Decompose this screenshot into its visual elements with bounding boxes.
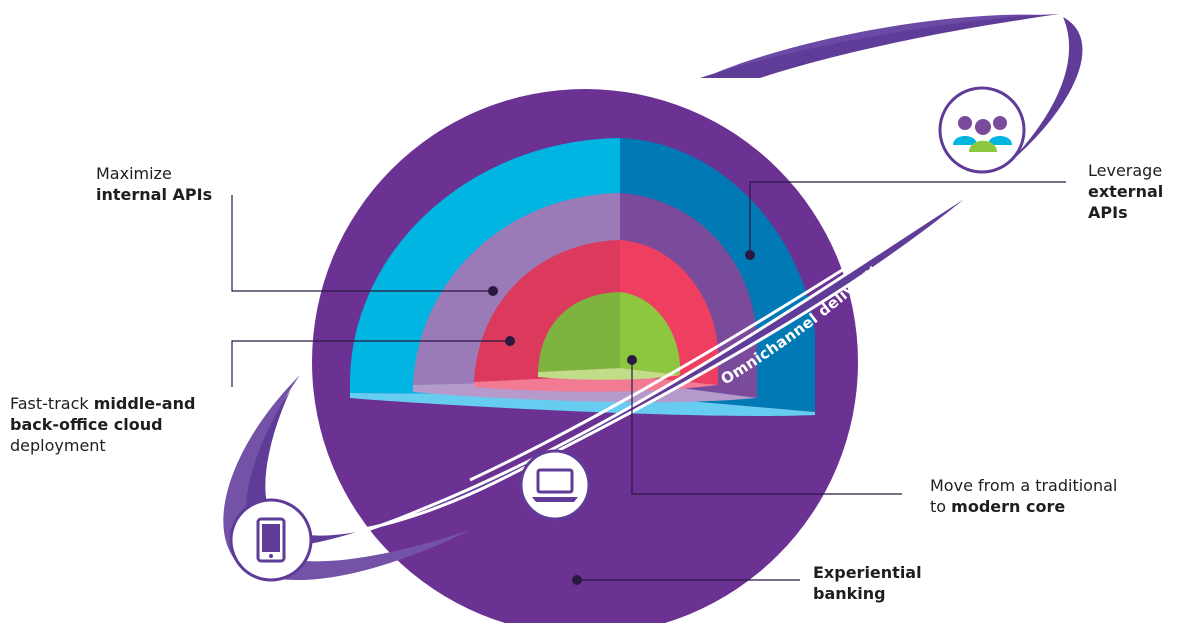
label-cloud: Fast-track middle-and back-office cloud … xyxy=(10,393,240,456)
layer-red-base xyxy=(474,375,718,392)
label-external-apis-line2: external APIs xyxy=(1088,181,1204,223)
dot-internal xyxy=(488,286,498,296)
label-cloud-prefix: Fast-track xyxy=(10,394,94,413)
label-cloud-line3: deployment xyxy=(10,436,106,455)
label-internal-apis-line2: internal APIs xyxy=(96,184,212,205)
label-experiential: Experiential banking xyxy=(813,562,922,604)
tablet-icon xyxy=(229,498,313,582)
label-cloud-line1: Fast-track middle-and xyxy=(10,393,240,414)
label-core-prefix: to xyxy=(930,497,952,516)
label-internal-apis-line1: Maximize xyxy=(96,164,172,183)
layer-green-right xyxy=(620,292,680,375)
label-experiential-bold1: Experiential xyxy=(813,563,922,582)
label-cloud-line2: back-office cloud xyxy=(10,414,240,435)
label-core-bold: modern core xyxy=(951,497,1066,516)
leader-external-apis xyxy=(749,181,1066,255)
leader-internal-apis xyxy=(231,195,493,292)
people-icon xyxy=(938,86,1026,174)
label-core-line1: Move from a traditional xyxy=(930,476,1118,495)
label-external-apis-line1: Leverage xyxy=(1088,161,1163,180)
label-cloud-bold1: middle-and xyxy=(93,394,196,413)
dot-external xyxy=(745,250,755,260)
label-core: Move from a traditional to modern core xyxy=(930,475,1117,517)
orbit-ribbon-highlight xyxy=(469,19,1067,482)
layer-green-left xyxy=(538,292,620,372)
label-experiential-line1: Experiential xyxy=(813,562,922,583)
dot-core xyxy=(627,355,637,365)
label-experiential-bold2: banking xyxy=(813,584,886,603)
dot-cloud xyxy=(505,336,515,346)
label-cloud-bold2: back-office cloud xyxy=(10,415,163,434)
laptop-icon xyxy=(519,449,591,521)
label-internal-apis-bold: internal APIs xyxy=(96,185,213,204)
label-core-line2: to modern core xyxy=(930,496,1117,517)
layer-green-base xyxy=(538,368,680,380)
layer-cyan-base xyxy=(350,393,815,417)
leader-dots xyxy=(488,250,755,585)
dot-experiential xyxy=(572,575,582,585)
label-external-apis: Leverage external APIs xyxy=(1088,160,1204,223)
leader-core xyxy=(631,360,902,495)
orbit-ribbon-back-upper xyxy=(700,14,1060,78)
leader-cloud xyxy=(231,340,510,387)
leader-lines xyxy=(231,181,1066,581)
label-internal-apis: Maximize internal APIs xyxy=(96,163,212,205)
label-experiential-line2: banking xyxy=(813,583,922,604)
label-external-apis-bold: external APIs xyxy=(1088,182,1164,222)
